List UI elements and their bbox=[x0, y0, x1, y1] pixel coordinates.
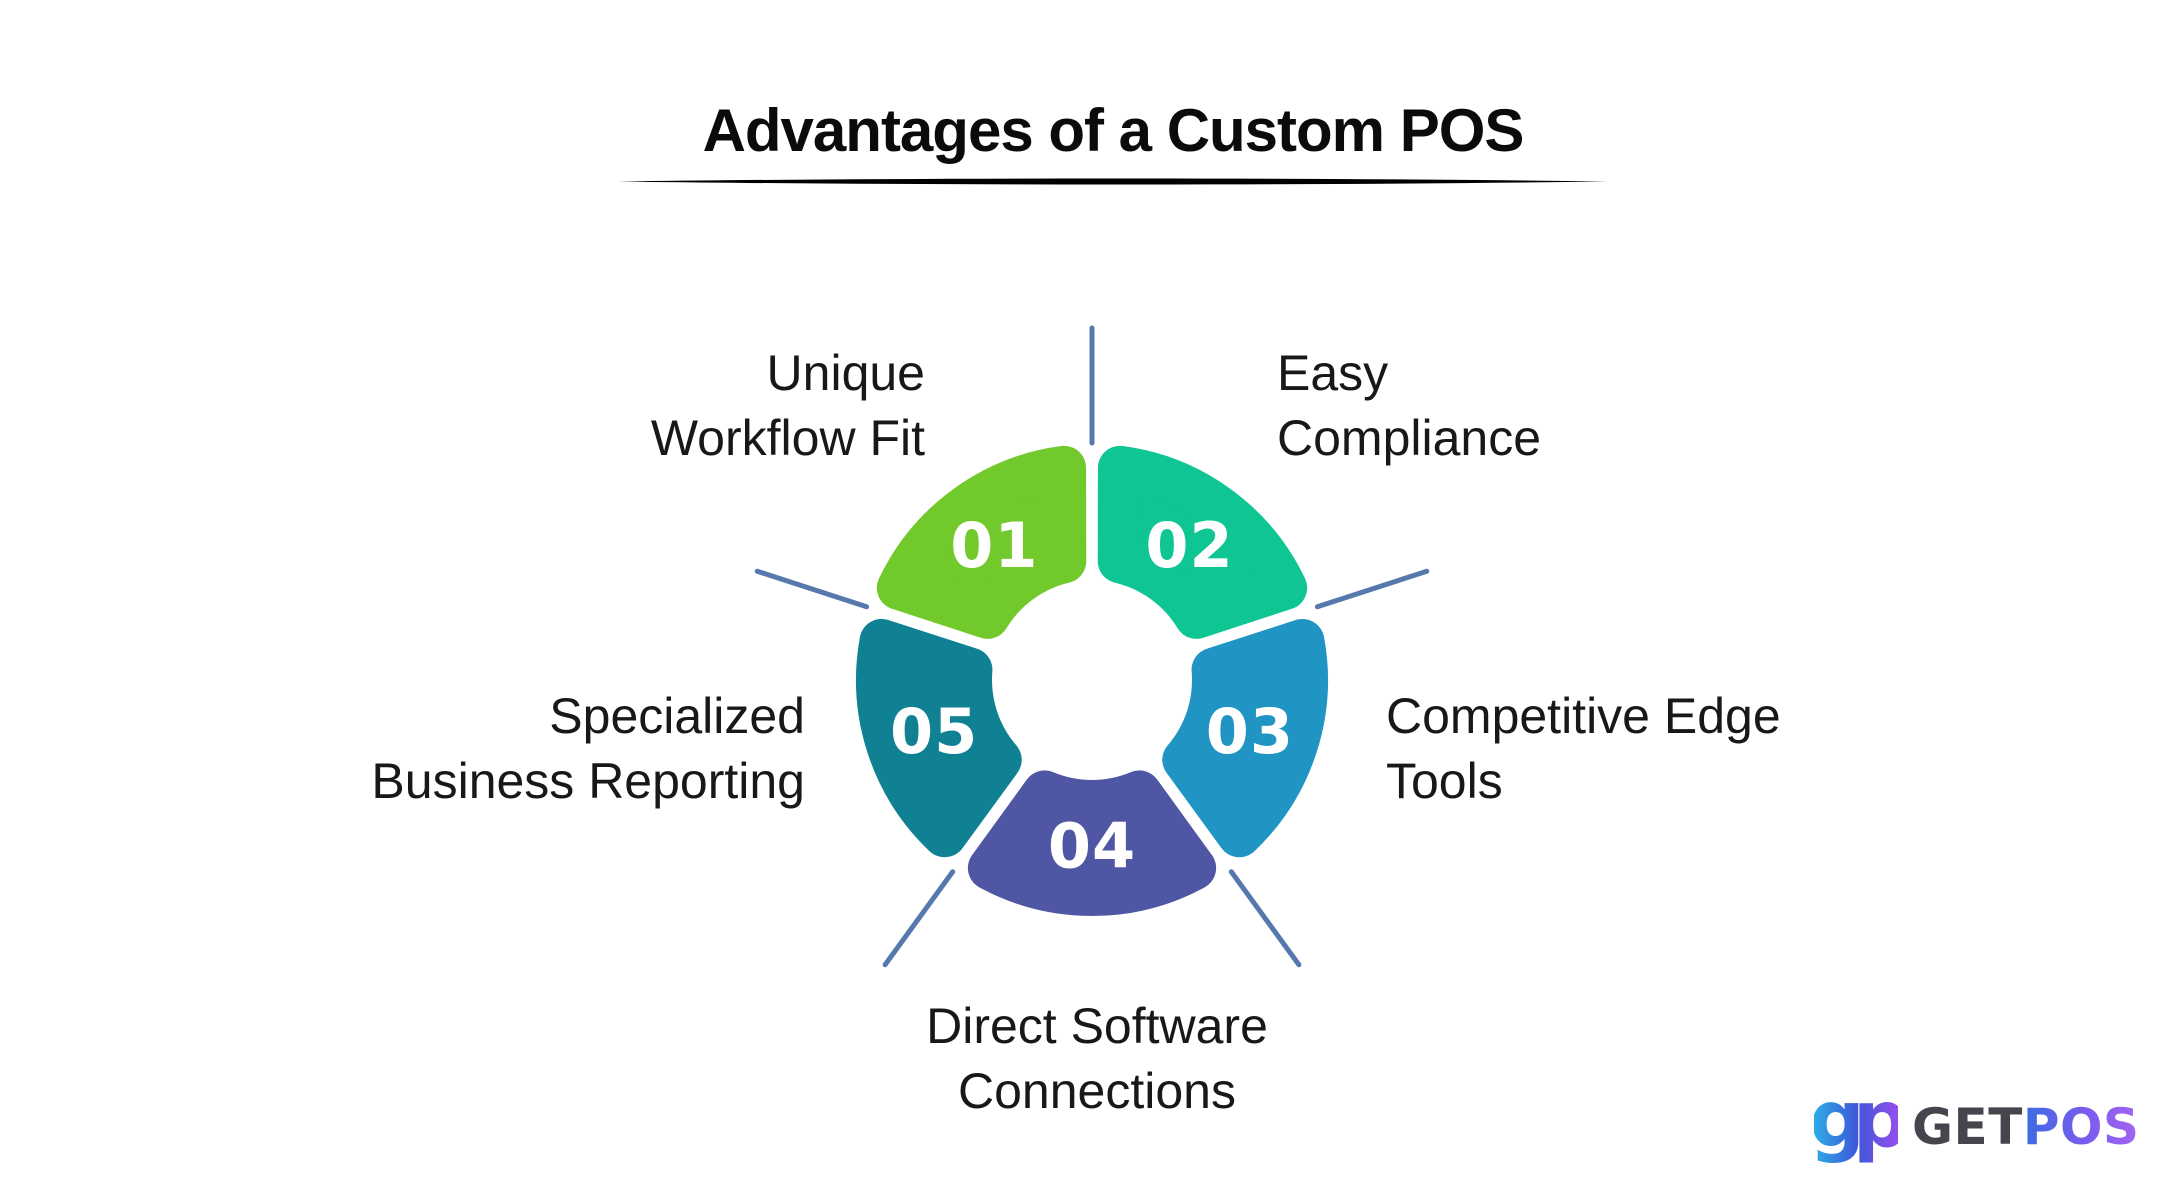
label-easy-compliance: Easy Compliance bbox=[1277, 345, 1542, 466]
connector-line bbox=[882, 869, 956, 968]
segment-01 bbox=[876, 445, 1087, 639]
segment-number-01: 01 bbox=[950, 509, 1038, 582]
getpos-wordmark: GETPOS bbox=[1912, 1098, 2139, 1156]
segment-02 bbox=[1097, 445, 1308, 639]
connector-line bbox=[1314, 568, 1430, 610]
segment-number-02: 02 bbox=[1145, 509, 1233, 582]
label-direct-software-connections: Direct Software Connections bbox=[926, 998, 1268, 1119]
getpos-logo: gp GETPOS bbox=[1814, 1090, 2139, 1164]
segment-05 bbox=[856, 618, 1022, 858]
title-underline bbox=[618, 178, 1608, 185]
wordmark-get: GET bbox=[1912, 1098, 2023, 1156]
label-specialized-business-reporting: Specialized Business Reporting bbox=[371, 688, 805, 809]
wordmark-pos: POS bbox=[2022, 1098, 2140, 1156]
segment-number-04: 04 bbox=[1048, 810, 1136, 883]
segment-04 bbox=[967, 770, 1217, 916]
label-competitive-edge-tools: Competitive Edge Tools bbox=[1386, 688, 1781, 809]
connector-line bbox=[1228, 869, 1302, 968]
connector-line bbox=[754, 568, 870, 610]
gp-monogram-icon: gp bbox=[1814, 1090, 1898, 1164]
segment-number-05: 05 bbox=[890, 695, 978, 768]
label-unique-workflow-fit: Unique Workflow Fit bbox=[650, 345, 925, 466]
segment-number-03: 03 bbox=[1206, 695, 1294, 768]
svg-text:gp: gp bbox=[1814, 1090, 1898, 1164]
segment-03 bbox=[1162, 618, 1328, 858]
header: Advantages of a Custom POS bbox=[613, 96, 1613, 187]
page-title: Advantages of a Custom POS bbox=[702, 97, 1525, 164]
